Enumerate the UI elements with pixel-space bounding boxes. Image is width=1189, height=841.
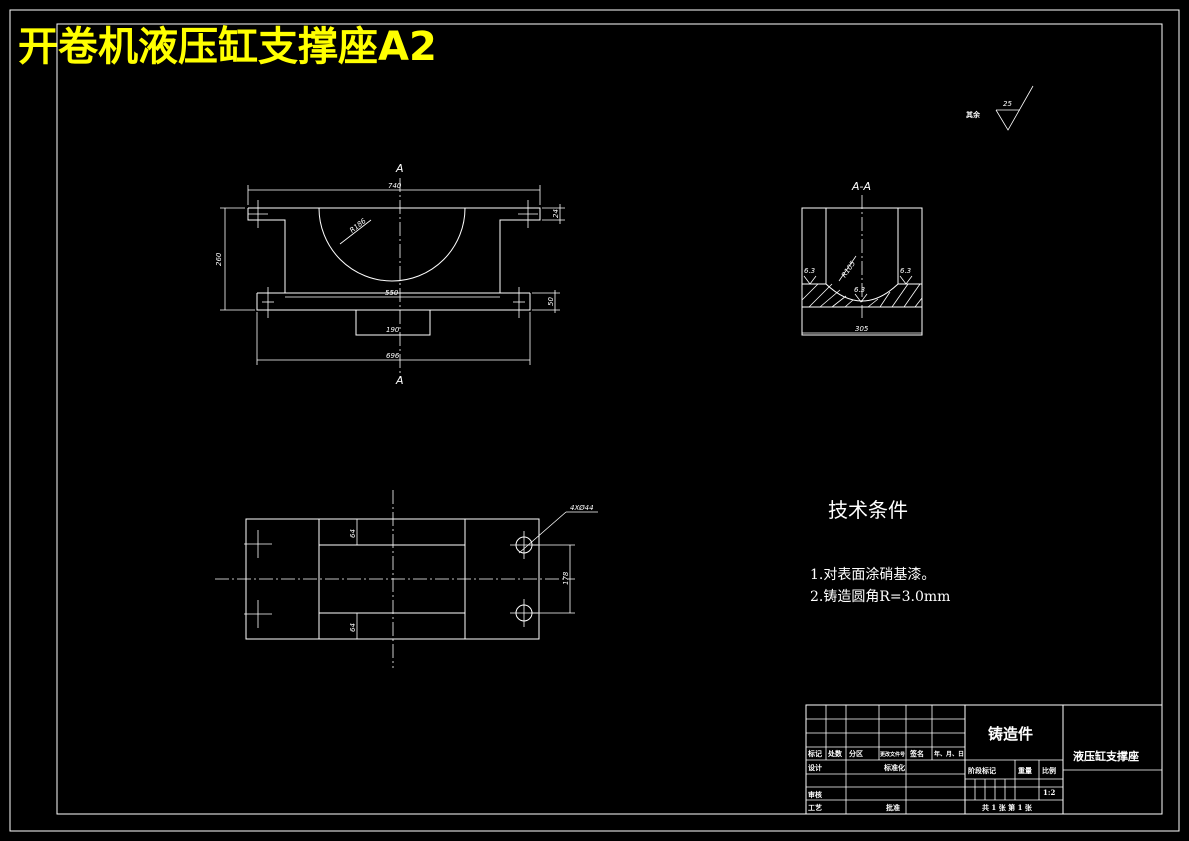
- tb-process: 工艺: [808, 803, 822, 812]
- plan-top-inner: 64: [349, 529, 357, 538]
- plan-holes: 4XØ44: [570, 504, 594, 512]
- drawing-title: 开卷机液压缸支撑座A2: [18, 24, 437, 70]
- title-block: 铸造件 液压缸支撑座 标记 处数 分区 更改文件号 签名 年、月、日 设计 标准…: [805, 704, 1163, 815]
- plan-right-height: 178: [562, 571, 570, 585]
- inner-border: [56, 23, 1163, 815]
- rough-mid: 6.3: [854, 286, 865, 294]
- tech-heading: 技术条件: [828, 498, 908, 522]
- tb-sheets: 共 1 张 第 1 张: [982, 803, 1033, 812]
- tb-standard: 标准化: [883, 763, 905, 772]
- tb-scale-label: 比例: [1042, 766, 1056, 775]
- dim-radius: R186: [348, 217, 368, 235]
- dim-right-top: 24: [552, 209, 560, 218]
- section-radius: R105: [840, 259, 857, 279]
- tb-design: 设计: [808, 763, 822, 772]
- tb-check: 审核: [808, 790, 822, 799]
- tb-hdr-zone: 分区: [849, 749, 863, 758]
- tb-hdr-date: 年、月、日: [934, 750, 964, 758]
- section-mark-top: A: [395, 162, 404, 175]
- tech-requirements: 技术条件 1.对表面涂硝基漆。 2.铸造圆角R=3.0mm: [810, 498, 950, 605]
- tb-hdr-count: 处数: [827, 749, 843, 758]
- tb-weight: 重量: [1018, 766, 1032, 775]
- section-view: A-A R105 6.3 6.3 6.3 305: [801, 180, 923, 336]
- tb-hdr-file: 更改文件号: [880, 751, 905, 758]
- tech-item-2: 2.铸造圆角R=3.0mm: [810, 589, 950, 605]
- tb-part-name: 液压缸支撑座: [1073, 749, 1139, 763]
- tech-item-1: 1.对表面涂硝基漆。: [810, 566, 935, 583]
- section-label: A-A: [851, 180, 871, 193]
- roughness-label: 其余: [966, 110, 981, 119]
- plan-bottom-inner: 64: [349, 623, 357, 632]
- section-mark-bottom: A: [395, 374, 404, 387]
- dim-height: 260: [215, 252, 223, 266]
- rough-left: 6.3: [804, 267, 815, 275]
- tb-hdr-mark: 标记: [807, 749, 822, 758]
- tb-hdr-sign: 签名: [909, 749, 924, 758]
- roughness-symbol: 其余 25: [966, 85, 1034, 131]
- tb-scale: 1:2: [1043, 788, 1055, 797]
- tb-approve: 批准: [886, 803, 900, 812]
- dim-top-width: 740: [388, 182, 402, 190]
- dim-inner-width: 550: [385, 289, 399, 297]
- dim-right-bottom: 50: [547, 297, 555, 306]
- dim-overall-width: 696: [386, 352, 400, 360]
- front-view: A A 740 R186 260 24 550 50 1: [215, 162, 565, 387]
- tb-material: 铸造件: [988, 725, 1033, 743]
- dim-bottom-block: 190: [386, 326, 400, 334]
- roughness-value: 25: [1003, 100, 1012, 108]
- outer-border: [9, 9, 1180, 832]
- rough-right: 6.3: [900, 267, 911, 275]
- tb-stage: 阶段标记: [968, 766, 996, 775]
- plan-view: 4XØ44 64 64 178: [215, 490, 598, 668]
- section-width: 305: [855, 325, 869, 333]
